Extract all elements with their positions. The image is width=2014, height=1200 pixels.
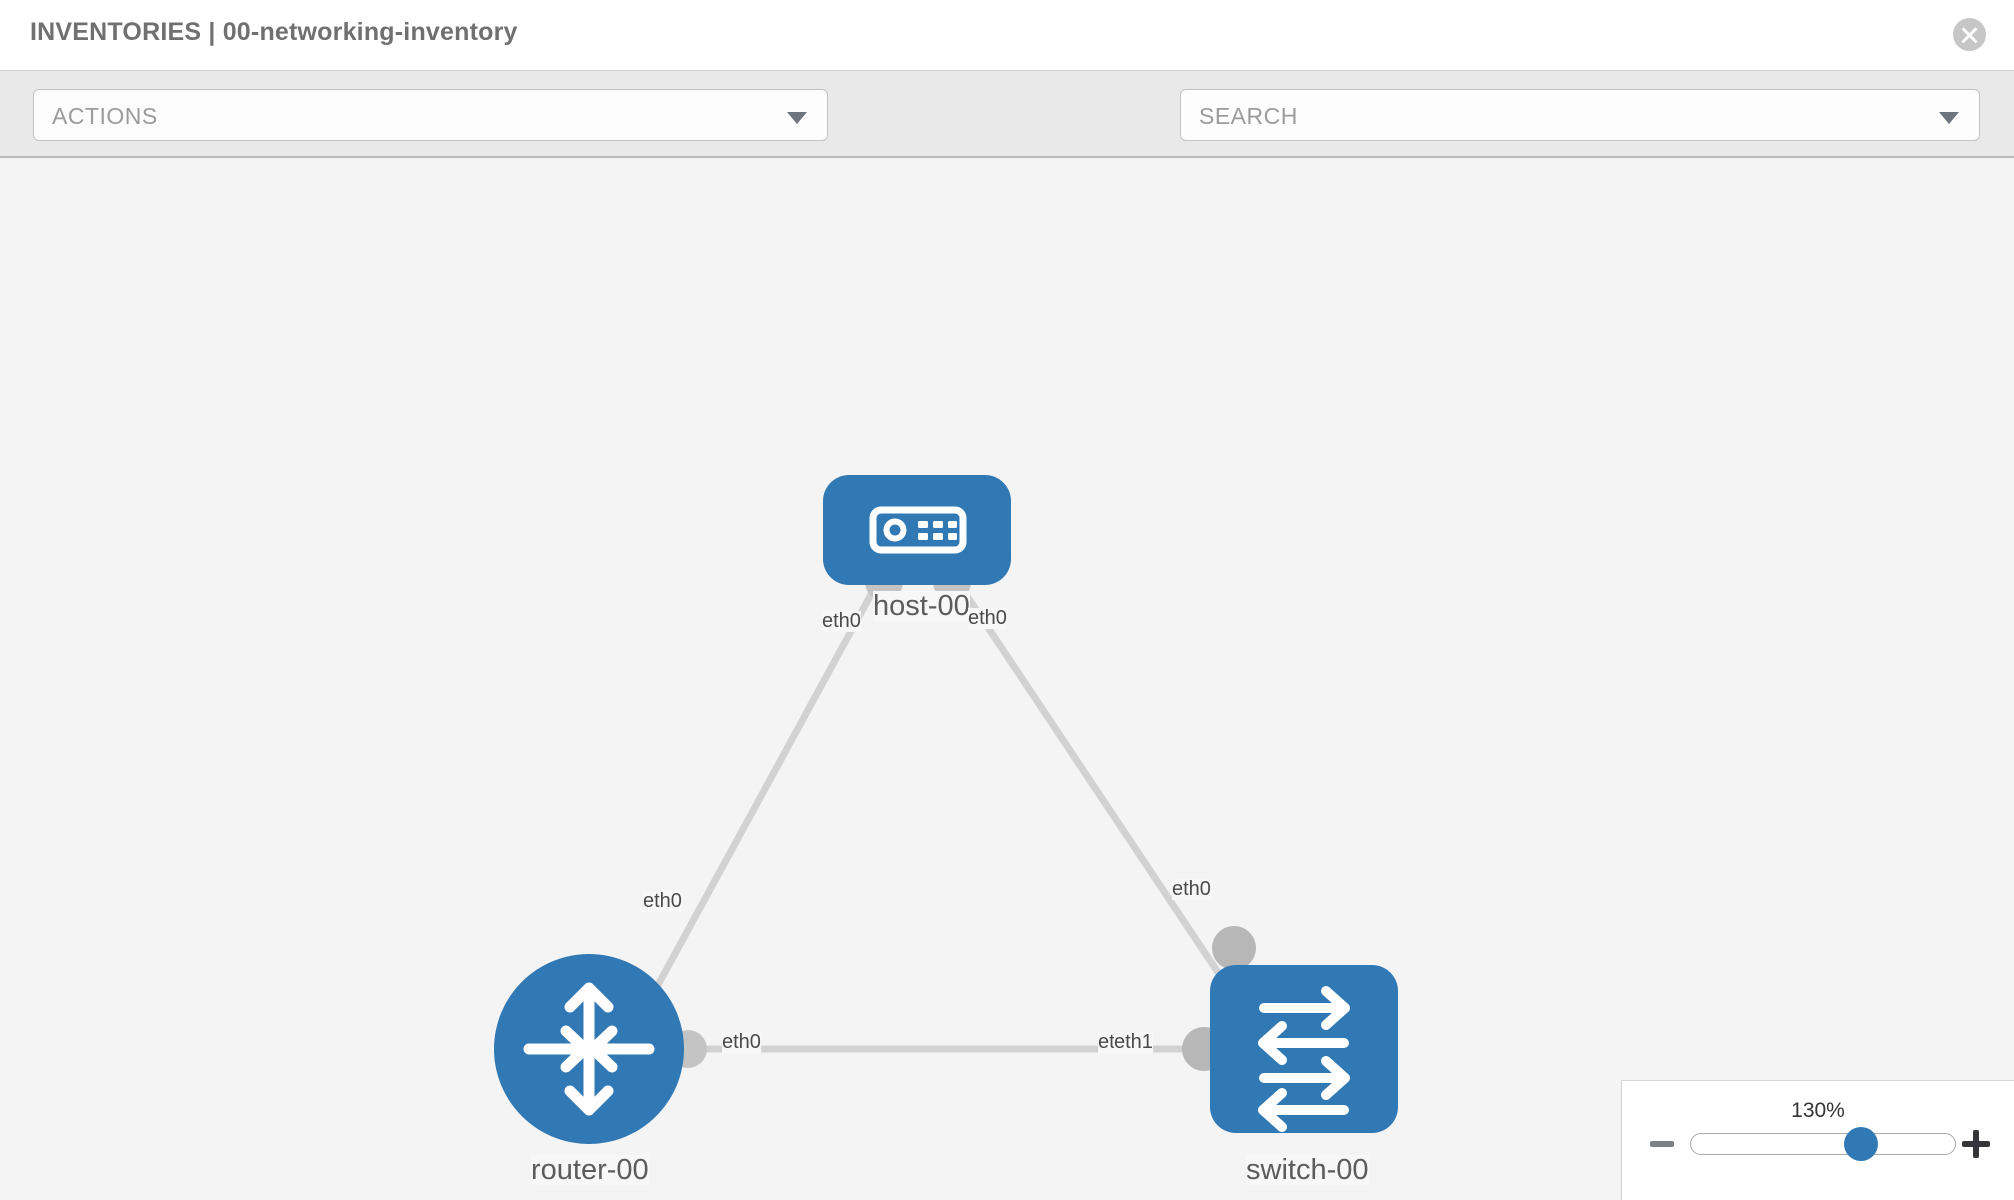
node-host-00 <box>823 475 1011 585</box>
topology-graph <box>494 475 1398 1144</box>
iface-label-host00-router00: eth0 <box>822 610 861 632</box>
link-host00-switch00 <box>952 576 1238 1000</box>
router-arrows-icon <box>523 982 655 1116</box>
iface-label-router00-switch00: eth0 <box>722 1031 761 1053</box>
iface-label-host00-switch00: eth0 <box>968 607 1007 629</box>
node-label-host-00: host-00 <box>873 590 970 622</box>
switch-arrows-icon <box>1258 986 1350 1132</box>
close-icon[interactable] <box>1953 18 1986 51</box>
node-label-switch-00: switch-00 <box>1246 1154 1369 1186</box>
iface-label-router00-host00: eth0 <box>643 890 682 912</box>
iface-label-switch00-host00: eth0 <box>1172 878 1211 900</box>
actions-dropdown[interactable]: ACTIONS <box>33 89 828 141</box>
node-label-router-00: router-00 <box>531 1154 649 1186</box>
zoom-level-value: 130% <box>1791 1099 1845 1122</box>
search-placeholder: SEARCH <box>1199 103 1298 129</box>
actions-dropdown-label: ACTIONS <box>52 103 158 129</box>
connector-dot <box>1212 926 1256 970</box>
chevron-down-icon <box>787 112 807 124</box>
search-input[interactable]: SEARCH <box>1180 89 1980 141</box>
zoom-control-panel: 130% <box>1621 1080 2014 1200</box>
topology-canvas[interactable]: host-00 router-00 switch-00 eth0 eth0 et… <box>0 158 2014 1200</box>
zoom-slider-handle[interactable] <box>1844 1127 1879 1161</box>
chevron-down-icon[interactable] <box>1939 112 1959 124</box>
plus-icon[interactable] <box>1962 1130 1990 1158</box>
minus-icon[interactable] <box>1650 1141 1674 1147</box>
zoom-slider-track[interactable] <box>1690 1127 1956 1161</box>
node-router-00 <box>494 954 684 1144</box>
node-switch-00 <box>1210 965 1398 1133</box>
server-icon <box>869 506 967 554</box>
toolbar: ACTIONS SEARCH <box>0 70 2014 199</box>
page-header: INVENTORIES | 00-networking-inventory <box>0 0 2014 70</box>
host-00-shape <box>823 475 1011 585</box>
page-title: INVENTORIES | 00-networking-inventory <box>30 18 518 46</box>
switch-00-shape <box>1210 965 1398 1133</box>
link-host00-router00 <box>636 576 884 1020</box>
iface-label-switch00-router00: eth1 <box>1114 1031 1153 1053</box>
